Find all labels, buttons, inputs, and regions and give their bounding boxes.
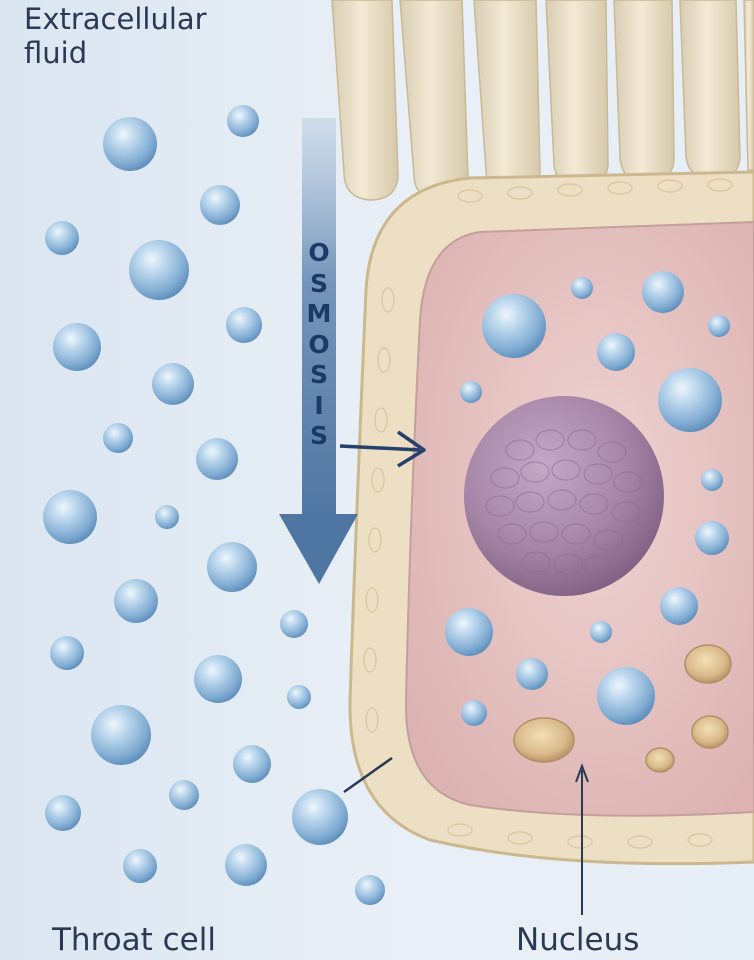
throat-cell-label: Throat cell — [52, 922, 216, 958]
nucleus-label: Nucleus — [516, 922, 640, 958]
nucleus-leader-line — [575, 763, 589, 915]
throat-cell-leader-line — [343, 756, 393, 794]
osmosis-letter: O — [308, 238, 330, 267]
extracellular-fluid-label: Extracellular fluid — [24, 2, 284, 70]
osmosis-letter: O — [308, 329, 330, 359]
osmosis-letter: S — [309, 268, 328, 298]
extracellular-label-line2: fluid — [24, 36, 88, 70]
osmosis-letter: S — [309, 421, 328, 450]
osmosis-letter: S — [309, 360, 328, 389]
droplets-extracellular — [43, 105, 385, 905]
osmosis-label: O S M O S I S — [302, 238, 336, 452]
extracellular-label-line1: Extracellular — [24, 2, 207, 36]
membrane-texture — [363, 178, 733, 849]
granules — [513, 644, 732, 773]
osmosis-letter: M — [306, 299, 332, 328]
droplets-intracellular — [445, 271, 730, 726]
osmosis-letter: I — [314, 390, 324, 420]
cilia — [331, 0, 754, 201]
osmosis-arrow — [279, 118, 358, 584]
membrane-arrow — [339, 430, 426, 468]
nucleus — [464, 396, 664, 596]
